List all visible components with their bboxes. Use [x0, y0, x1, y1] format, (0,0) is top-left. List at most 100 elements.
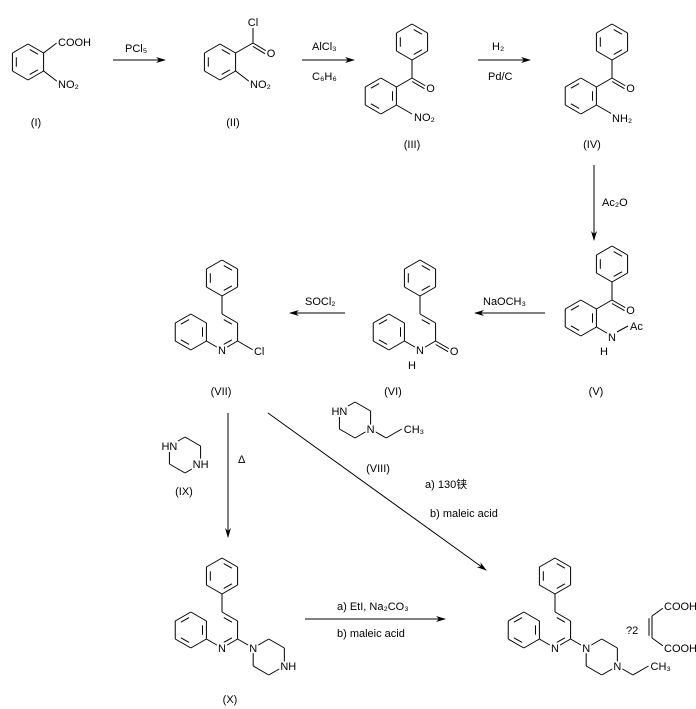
reagent-socl2: SOCl₂ — [305, 296, 336, 308]
ring-bond — [268, 665, 285, 676]
aromatic-inner-bond — [556, 637, 566, 643]
bond — [235, 42, 254, 54]
aromatic-inner-bond — [413, 29, 423, 35]
aromatic-inner-bond — [223, 563, 233, 569]
arrow-layer — [113, 57, 597, 622]
aromatic-inner-bond — [378, 339, 388, 345]
ring-bond — [206, 259, 223, 270]
ring-bond — [411, 23, 428, 34]
methyl-group: CH₃ — [404, 424, 424, 436]
atom-o: O — [426, 83, 435, 95]
atom-n: HN — [161, 441, 177, 453]
ring-bond — [611, 245, 628, 256]
ring-bond — [221, 557, 238, 568]
atom-o: O — [267, 48, 276, 60]
ring-bond — [204, 70, 221, 81]
ring-bond — [539, 584, 556, 595]
atom-n: N — [218, 643, 226, 655]
reagent-ac2o: Ac₂O — [602, 197, 628, 209]
ring-bond — [190, 638, 207, 649]
ring-bond — [206, 286, 223, 297]
aromatic-inner-bond — [421, 285, 431, 291]
bond — [235, 70, 251, 83]
aromatic-inner-bond — [613, 29, 623, 35]
aromatic-inner-bond — [556, 617, 566, 623]
bond — [596, 77, 613, 88]
aromatic-inner-bond — [180, 339, 190, 345]
aromatic-inner-bond — [180, 617, 190, 623]
ring-bond — [404, 340, 421, 351]
atom-cl: Cl — [248, 17, 258, 29]
bond — [617, 665, 634, 676]
atom-o: O — [626, 305, 635, 317]
compound-labels: (I) (II) (III) (IV) (V) (VI) (VII) (VIII… — [31, 117, 604, 706]
compound-label-VI: (VI) — [384, 386, 402, 398]
double-bond — [411, 81, 425, 90]
ring-bond — [419, 340, 436, 351]
aromatic-inner-bond — [570, 103, 580, 109]
atom-n: N — [582, 643, 590, 655]
ring-bond — [221, 340, 238, 351]
ring-bond — [539, 557, 556, 568]
ring-bond — [396, 50, 413, 61]
ring-bond — [611, 272, 628, 283]
ring-bond — [596, 50, 613, 61]
aromatic-inner-bond — [223, 319, 233, 325]
aromatic-inner-bond — [513, 617, 523, 623]
atom-n: N — [249, 643, 257, 655]
atom-o: O — [450, 346, 459, 358]
bond — [616, 325, 629, 333]
ring-bond — [221, 611, 238, 622]
aromatic-inner-bond — [613, 271, 623, 277]
aromatic-inner-bond — [223, 339, 233, 345]
bond — [435, 340, 452, 351]
aromatic-inner-bond — [613, 251, 623, 257]
aromatic-inner-bond — [180, 319, 190, 325]
ring-bond — [204, 43, 221, 54]
aromatic-inner-bond — [556, 583, 566, 589]
double-bond — [611, 303, 625, 312]
aromatic-inner-bond — [413, 49, 423, 55]
ring-bond — [419, 286, 436, 297]
ring-bond — [539, 638, 556, 649]
bond — [651, 637, 667, 649]
ring-bond — [268, 638, 285, 649]
ring-bond — [601, 665, 618, 676]
ring-bond — [396, 23, 413, 34]
substituent-nh2: NH₂ — [612, 113, 632, 125]
ring-bond — [221, 638, 238, 649]
ring-bond — [507, 638, 525, 649]
compound-label-VII: (VII) — [211, 386, 232, 398]
ring-bond — [388, 313, 405, 324]
aromatic-inner-bond — [29, 69, 39, 75]
ring-bond — [190, 340, 207, 351]
ring-bond — [174, 638, 192, 649]
bond — [252, 42, 269, 53]
ring-bond — [388, 340, 405, 351]
double-bond — [611, 81, 625, 90]
aromatic-inner-bond — [221, 69, 231, 75]
reagent-alcl3: AlCl₃ — [312, 41, 337, 53]
aromatic-inner-bond — [421, 319, 431, 325]
ring-bond — [190, 611, 207, 622]
ring-bond — [380, 77, 397, 88]
ring-bond — [27, 70, 44, 81]
ring-bond — [596, 245, 613, 256]
compound-label-VIII: (VIII) — [366, 463, 390, 475]
ring-bond — [596, 272, 613, 283]
bond — [596, 299, 613, 310]
reagent-h2: H₂ — [492, 41, 504, 53]
ring-bond — [564, 299, 582, 310]
ring-bond — [206, 638, 223, 649]
compound-label-X: (X) — [223, 694, 238, 706]
substituent-no2: NO₂ — [414, 112, 435, 124]
ring-bond — [580, 326, 597, 337]
ring-bond — [190, 313, 207, 324]
ring-bond — [380, 104, 397, 115]
aromatic-inner-bond — [223, 637, 233, 643]
atom-n: N — [551, 643, 559, 655]
atom-n: N — [613, 661, 621, 673]
atom-n: HN — [331, 406, 347, 418]
ring-bond — [174, 611, 192, 622]
ring-bond — [221, 286, 238, 297]
